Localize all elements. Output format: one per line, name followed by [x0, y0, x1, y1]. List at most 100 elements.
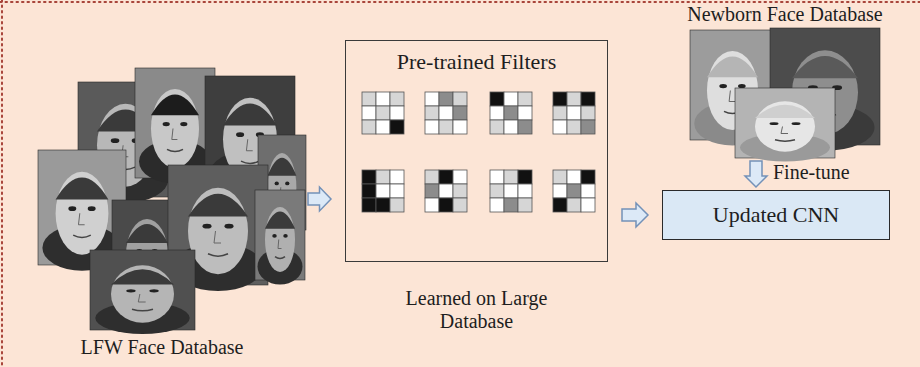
kernel-cell [567, 120, 581, 134]
kernel-cell [390, 106, 404, 120]
kernel-cell [453, 170, 467, 184]
kernel-cell [425, 106, 439, 120]
kernel-cell [504, 198, 518, 212]
kernel-cell [425, 184, 439, 198]
kernel-cell [376, 198, 390, 212]
kernel-cell [362, 106, 376, 120]
database-caption: Newborn Face Database [687, 3, 882, 26]
kernel-cell [453, 184, 467, 198]
kernel-cell [567, 198, 581, 212]
database-caption: LFW Face Database [81, 336, 244, 359]
kernel-cell [567, 106, 581, 120]
kernel-cell [504, 184, 518, 198]
dotted-frame [0, 1, 920, 3]
kernel-cell [390, 170, 404, 184]
kernel-cell [439, 184, 453, 198]
kernel-cell [518, 120, 532, 134]
kernel-cell [490, 198, 504, 212]
dotted-frame [1, 0, 3, 367]
kernel-cell [425, 170, 439, 184]
kernel-cell [553, 92, 567, 106]
step-label: Fine-tune [773, 161, 850, 184]
filter-kernel [425, 92, 467, 134]
kernel-cell [490, 120, 504, 134]
kernel-cell [453, 120, 467, 134]
kernel-cell [504, 92, 518, 106]
kernel-cell [390, 198, 404, 212]
kernel-cell [425, 92, 439, 106]
kernel-cell [376, 120, 390, 134]
filter-kernel [490, 170, 532, 212]
filter-kernel [362, 170, 404, 212]
kernel-cell [581, 184, 595, 198]
kernel-cell [376, 106, 390, 120]
kernel-cell [567, 170, 581, 184]
kernel-cell [504, 120, 518, 134]
filter-panel: Pre-trained FiltersLearned on Large Data… [345, 40, 608, 262]
kernel-cell [581, 92, 595, 106]
kernel-cell [567, 184, 581, 198]
face-photo [90, 250, 195, 334]
box-label: Updated CNN [713, 202, 839, 227]
kernel-cell [362, 170, 376, 184]
kernel-cell [504, 106, 518, 120]
kernel-cell [376, 170, 390, 184]
kernel-cell [376, 184, 390, 198]
kernel-cell [504, 170, 518, 184]
kernel-cell [362, 92, 376, 106]
kernel-cell [439, 92, 453, 106]
fine-tune-arrow [745, 161, 767, 187]
panel-title: Pre-trained Filters [346, 41, 607, 74]
kernel-cell [490, 170, 504, 184]
kernel-cell [425, 120, 439, 134]
kernel-cell [439, 170, 453, 184]
kernel-cell [553, 184, 567, 198]
kernel-cell [518, 170, 532, 184]
kernel-cell [518, 198, 532, 212]
kernel-cell [553, 106, 567, 120]
filter-kernel [553, 92, 595, 134]
flow-arrow [622, 203, 648, 227]
kernel-cell [518, 184, 532, 198]
kernel-cell [453, 198, 467, 212]
kernel-cell [490, 184, 504, 198]
kernel-cell [553, 198, 567, 212]
face-photo [255, 190, 305, 285]
kernel-cell [567, 92, 581, 106]
filter-kernel [553, 170, 595, 212]
kernel-cell [518, 106, 532, 120]
kernel-cell [425, 198, 439, 212]
kernel-cell [553, 170, 567, 184]
face-photo [735, 88, 835, 162]
kernel-cell [390, 184, 404, 198]
kernel-cell [581, 198, 595, 212]
kernel-cell [453, 92, 467, 106]
flow-arrow [308, 187, 331, 211]
newborn-photos [690, 28, 880, 162]
kernel-cell [490, 92, 504, 106]
kernel-cell [439, 120, 453, 134]
kernel-cell [362, 120, 376, 134]
kernel-cell [362, 198, 376, 212]
kernel-cell [518, 92, 532, 106]
kernel-cell [581, 170, 595, 184]
kernel-cell [453, 106, 467, 120]
process-box: Updated CNN [662, 190, 890, 240]
kernel-cell [553, 120, 567, 134]
filter-kernel [425, 170, 467, 212]
kernel-cell [581, 106, 595, 120]
kernel-cell [362, 184, 376, 198]
lfw-collage [38, 68, 306, 334]
filter-grids [362, 92, 595, 212]
kernel-cell [439, 106, 453, 120]
kernel-cell [581, 120, 595, 134]
kernel-cell [490, 106, 504, 120]
panel-caption: Learned on Large Database [382, 287, 572, 333]
kernel-cell [390, 92, 404, 106]
filter-kernel [490, 92, 532, 134]
kernel-cell [390, 120, 404, 134]
filter-kernel [362, 92, 404, 134]
kernel-cell [439, 198, 453, 212]
kernel-cell [376, 92, 390, 106]
